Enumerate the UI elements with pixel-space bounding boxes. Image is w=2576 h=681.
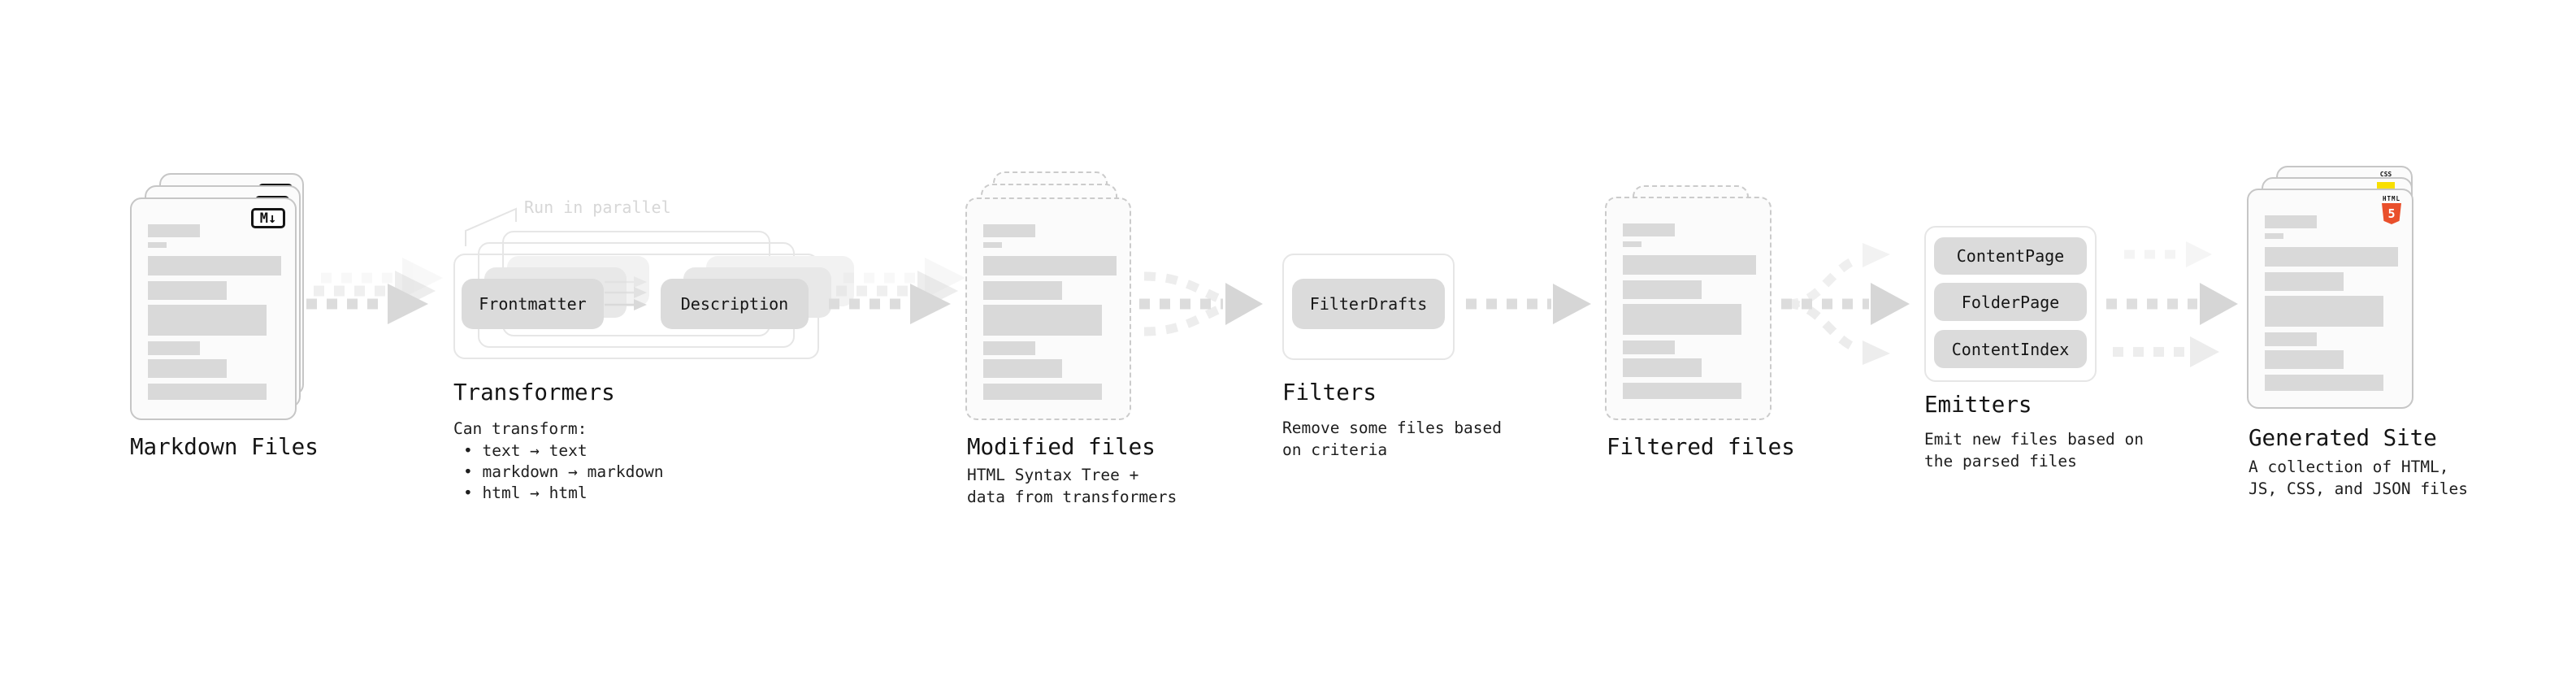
modified-files-title: Modified files [967, 434, 1156, 460]
text-line-bar [1623, 358, 1702, 377]
transformers-bullet-3: • html → html [463, 484, 588, 502]
text-line-bar [983, 341, 1035, 355]
text-line-bar [2265, 350, 2344, 369]
markdown-files-title: Markdown Files [130, 434, 319, 460]
text-line-bar [2265, 233, 2283, 239]
text-line-bar [983, 256, 1117, 275]
text-line-bar [1623, 340, 1675, 354]
text-line-bar [2265, 296, 2383, 327]
text-line-bar [1623, 304, 1741, 335]
text-line-bar [2265, 332, 2317, 346]
text-line-bar [983, 359, 1062, 378]
text-line-bar [2265, 375, 2383, 391]
filter-drafts-pill: FilterDrafts [1292, 279, 1445, 329]
modified-files-caption: HTML Syntax Tree + data from transformer… [967, 466, 1177, 506]
text-line-bar [983, 242, 1002, 248]
transformer-description-pill: Description [661, 279, 809, 329]
text-line-bar [1623, 383, 1741, 399]
text-line-bar [148, 224, 200, 237]
text-line-bar [148, 384, 267, 400]
markdown-icon: M↓ [251, 208, 285, 228]
emitter-content-page-pill: ContentPage [1934, 237, 2087, 275]
text-line-bar [148, 359, 227, 378]
transformer-mini-arrows [605, 276, 647, 310]
transformers-bullet-1: • text → text [463, 441, 588, 460]
flow-arrow-emitters-to-generated [2106, 241, 2238, 367]
emitter-folder-page-pill: FolderPage [1934, 283, 2087, 321]
emitter-content-index-pill: ContentIndex [1934, 330, 2087, 368]
text-line-bar [2265, 272, 2344, 291]
transformers-bullet-2: • markdown → markdown [463, 462, 664, 481]
text-line-bar [2265, 215, 2317, 228]
generated-file-card-front: HTML 5 [2247, 189, 2413, 409]
filters-title: Filters [1282, 380, 1377, 406]
flow-arrow-markdown-to-transformers [306, 258, 443, 324]
filtered-files-title: Filtered files [1607, 434, 1795, 460]
text-line-bar [983, 305, 1102, 336]
transformers-caption-heading: Can transform: [453, 419, 588, 438]
emitters-caption: Emit new files based on the parsed files [1924, 430, 2144, 471]
text-line-bar [983, 384, 1102, 400]
text-line-bar [2265, 247, 2398, 267]
run-in-parallel-leader-line [465, 207, 517, 246]
emitters-frame [1924, 226, 2097, 382]
transformers-title: Transformers [453, 380, 615, 406]
generated-site-title: Generated Site [2249, 425, 2437, 451]
text-line-bar [148, 242, 167, 248]
text-line-bar [983, 224, 1035, 237]
text-line-bar [148, 256, 281, 275]
modified-file-card-front [965, 197, 1131, 420]
flow-arrow-transformers-to-modified [829, 258, 965, 324]
markdown-file-card-front: M↓ [130, 197, 297, 420]
text-line-bar [148, 281, 227, 300]
emitters-title: Emitters [1924, 392, 2032, 418]
flow-arrow-filtered-to-emitters [1781, 243, 1910, 365]
text-line-bar [1623, 241, 1641, 247]
text-line-bar [1623, 223, 1675, 236]
text-line-bar [148, 341, 200, 355]
flow-arrow-modified-to-filters [1139, 271, 1263, 336]
flow-arrow-filters-to-filtered [1466, 284, 1591, 324]
text-line-bar [1623, 255, 1756, 275]
filtered-file-card-front [1605, 197, 1772, 420]
generated-site-caption: A collection of HTML, JS, CSS, and JSON … [2249, 458, 2469, 498]
filters-caption: Remove some files based on criteria [1282, 419, 1503, 459]
text-line-bar [983, 281, 1062, 300]
transformer-frontmatter-pill: Frontmatter [462, 279, 604, 329]
html5-icon: HTML 5 [2381, 195, 2402, 224]
filters-frame [1282, 254, 1455, 360]
text-line-bar [148, 305, 267, 336]
text-line-bar [1623, 280, 1702, 299]
run-in-parallel-label: Run in parallel [524, 197, 671, 217]
